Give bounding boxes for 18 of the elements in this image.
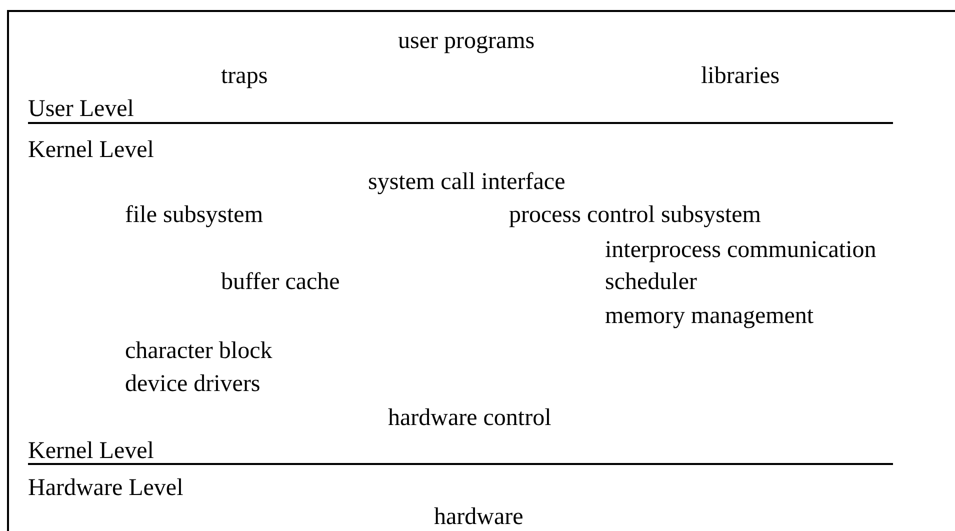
- level-label: User Level: [28, 97, 134, 121]
- component-label: libraries: [701, 64, 780, 88]
- component-label: file subsystem: [125, 203, 263, 227]
- component-label: interprocess communication: [605, 238, 876, 262]
- component-label: scheduler: [605, 270, 697, 294]
- level-label: Kernel Level: [28, 439, 154, 463]
- component-label: buffer cache: [221, 270, 340, 294]
- component-label: hardware: [434, 505, 524, 529]
- component-label: character block: [125, 339, 272, 363]
- level-label: Hardware Level: [28, 476, 184, 500]
- component-label: system call interface: [368, 170, 566, 194]
- level-label: Kernel Level: [28, 138, 154, 162]
- component-label: memory management: [605, 304, 814, 328]
- component-label: device drivers: [125, 372, 260, 396]
- component-label: traps: [221, 64, 268, 88]
- component-label: hardware control: [388, 406, 552, 430]
- component-label: process control subsystem: [509, 203, 761, 227]
- component-label: user programs: [398, 29, 535, 53]
